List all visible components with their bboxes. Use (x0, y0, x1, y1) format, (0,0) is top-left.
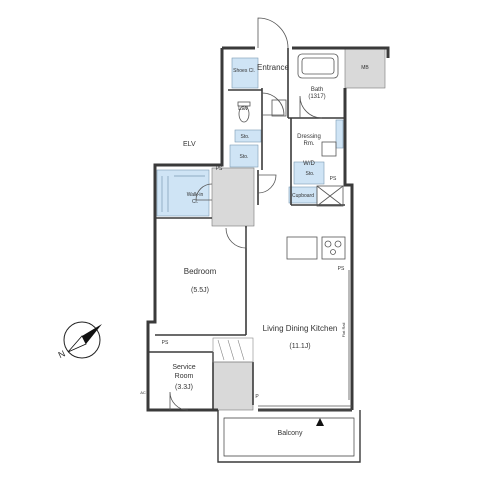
bathtub-inner (301, 57, 335, 75)
wd-storage-area (293, 161, 325, 185)
column-upper (211, 167, 255, 227)
label-p: P (255, 394, 259, 400)
bath-door (299, 95, 323, 119)
small-storage-area (234, 129, 262, 143)
compass-needle-icon (82, 324, 102, 344)
label-small-storage: Sto. (241, 134, 250, 140)
label-ps-service: PS (162, 340, 169, 346)
room-labels: Shoes Cl. Entrance Bath (1317) Lav Sto. … (172, 63, 337, 437)
compass-needle-tail-icon (67, 335, 87, 353)
label-dressing-rm: Rm. (304, 141, 315, 147)
bedroom-door (225, 227, 247, 249)
fixtures (237, 53, 346, 260)
walkin-door (195, 183, 213, 201)
stove-burner-2 (334, 240, 342, 248)
balcony-inner (223, 417, 355, 457)
label-walkin-cl: Cl. (192, 199, 198, 205)
label-elv: ELV (183, 141, 196, 148)
hatch-2 (227, 339, 235, 361)
label-ps-top: PS (216, 166, 223, 172)
kitchen-counter (286, 236, 318, 260)
storage-areas (156, 57, 344, 217)
columns (211, 47, 386, 411)
label-wd: W/D (303, 161, 315, 167)
label-storage: Sto. (240, 154, 249, 160)
mb-box (344, 47, 386, 89)
hall-door (257, 174, 277, 194)
label-bedroom-size: (5.5J) (191, 287, 209, 294)
toilet-tank (237, 101, 251, 107)
washer-pan (321, 141, 337, 157)
label-shoes-closet: Shoes Cl. (233, 68, 255, 74)
hatch-box (212, 337, 254, 363)
label-walkin: Walk-in (187, 192, 204, 198)
stove-burner-3 (330, 249, 336, 255)
service-hatch (212, 337, 254, 363)
kitchen-counter-right (321, 236, 346, 260)
walkin-closet-area (156, 169, 210, 217)
label-cupboard: Cupboard (292, 193, 314, 199)
refrigerator-space (316, 185, 344, 207)
label-wd-storage: Sto. (306, 171, 315, 177)
label-service: Service (172, 364, 195, 371)
label-service-size: (3.3J) (175, 384, 193, 391)
windows (258, 270, 352, 411)
hatch-3 (237, 339, 245, 361)
outer-wall (146, 46, 390, 412)
label-service-room: Room (175, 373, 194, 380)
label-compass-n: N (57, 348, 67, 360)
walkin-rails (161, 175, 205, 212)
label-dressing: Dressing (297, 134, 321, 140)
label-bedroom: Bedroom (184, 267, 217, 276)
compass (63, 321, 102, 359)
stove-burner-1 (324, 240, 332, 248)
label-balcony: Balcony (278, 430, 303, 437)
label-entrance: Entrance (257, 63, 290, 72)
label-ps-kitchen: PS (338, 266, 345, 272)
shoes-closet-area (231, 57, 259, 89)
column-lower (212, 361, 254, 411)
entrance-door (257, 17, 289, 49)
service-door (169, 391, 189, 411)
hatch-1 (217, 339, 225, 361)
label-ldk-size: (11.1J) (289, 343, 310, 350)
label-ps-right: PS (330, 176, 337, 182)
balcony-outline (217, 410, 361, 463)
compass-ring (63, 321, 101, 359)
fridge-cross-2 (316, 185, 344, 207)
bathtub (297, 53, 339, 79)
label-ac: AC (140, 390, 146, 395)
label-flat-rail: Flat Rail (341, 323, 346, 338)
label-bath: Bath (311, 87, 323, 93)
entry-marker-icon (316, 418, 324, 426)
doors (169, 17, 323, 411)
right-shelf-area (335, 119, 344, 149)
walls (146, 46, 390, 463)
storage-area (229, 144, 259, 168)
label-mb: MB (361, 65, 369, 71)
label-lav: Lav (238, 106, 248, 112)
wash-basin (271, 99, 287, 117)
annotation-labels: ELV PS PS PS PS MB P AC Flat Rail N (57, 65, 370, 400)
lav-door (261, 92, 285, 116)
label-ldk: Living Dining Kitchen (263, 324, 338, 333)
label-bath-size: (1317) (308, 94, 325, 100)
